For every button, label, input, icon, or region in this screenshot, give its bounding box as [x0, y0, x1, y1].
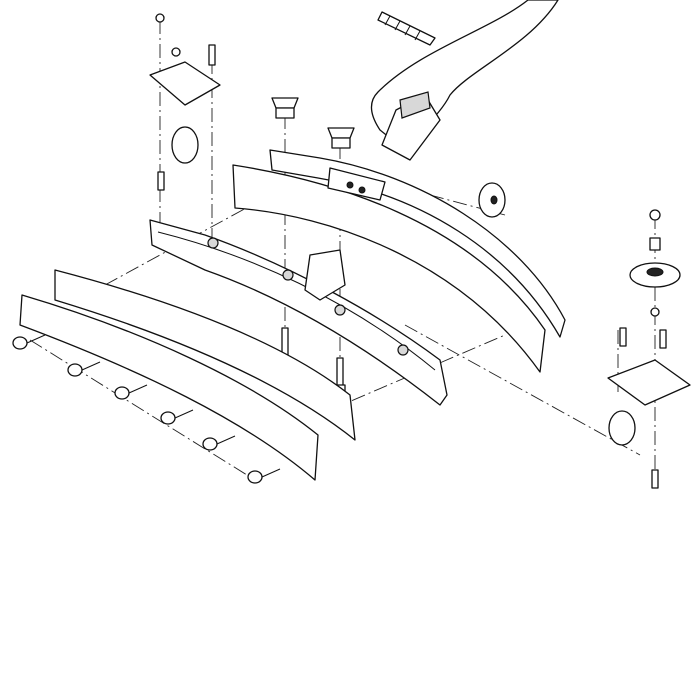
thumb-screw: [202, 435, 236, 451]
thumb-screw: [114, 384, 148, 400]
thumb-screw: [160, 409, 194, 425]
wing-knob: [271, 97, 299, 119]
front-squeegee-blade: [54, 269, 356, 441]
side-wheel: [478, 182, 506, 218]
vacuum-hose: [370, 0, 559, 161]
thumb-screws: [12, 334, 281, 484]
wing-knob: [327, 127, 355, 149]
thumb-screw: [247, 468, 281, 484]
squeegee-frame: [149, 219, 448, 406]
thumb-screw: [67, 361, 101, 377]
front-blade-strip: [19, 294, 319, 481]
left-caster-assembly: [149, 13, 221, 191]
rear-blade-retainer: [269, 149, 566, 338]
hose-clamp-strip: [377, 11, 436, 46]
right-caster-assembly: [607, 209, 691, 489]
thumb-screw: [12, 334, 46, 350]
